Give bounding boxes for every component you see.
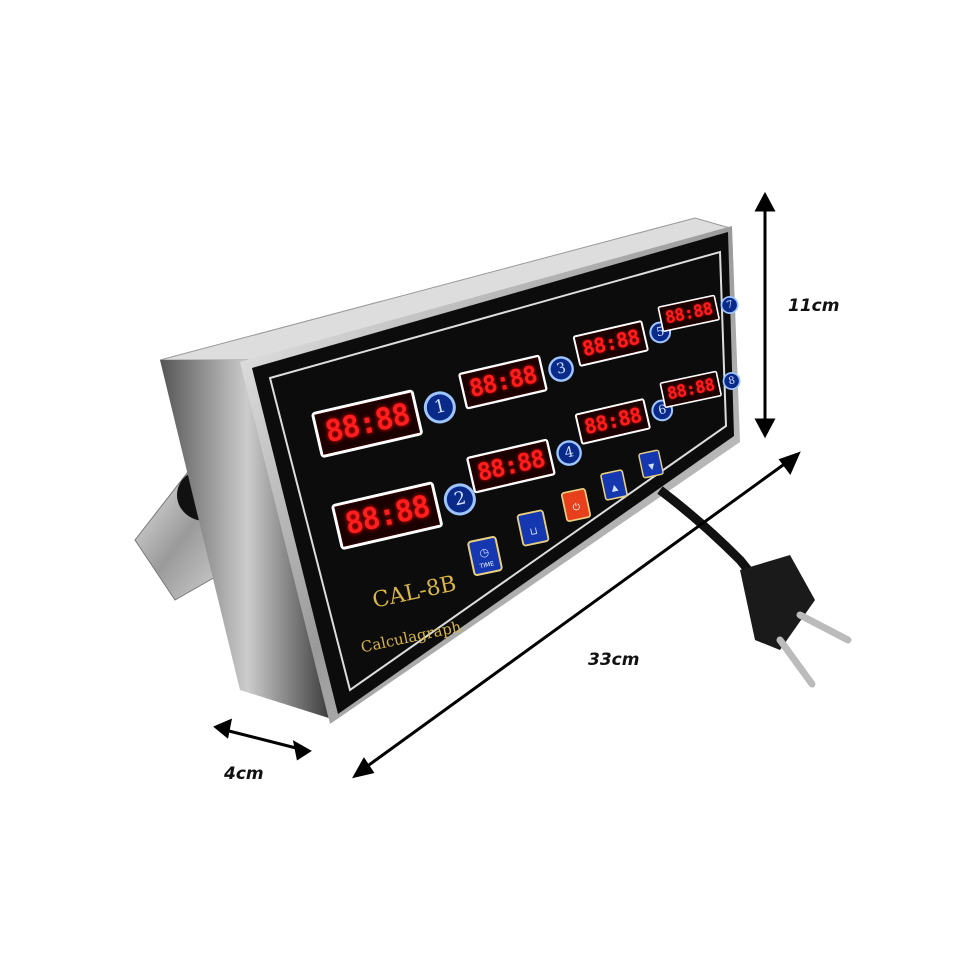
power-icon: ⏻ xyxy=(571,500,582,514)
length-label: 33cm xyxy=(588,650,640,670)
basket-icon: ⊔ xyxy=(528,524,539,538)
up-arrow-icon: ▲ xyxy=(610,482,619,494)
plug-prong xyxy=(796,611,852,644)
timer-7-button[interactable]: 7 xyxy=(719,294,741,316)
down-arrow-icon: ▼ xyxy=(647,461,656,472)
panel-border xyxy=(268,250,728,692)
power-cable xyxy=(657,486,764,588)
height-label: 11cm xyxy=(788,296,840,316)
depth-label: 4cm xyxy=(224,764,264,784)
dimension-arrows xyxy=(213,191,801,779)
plug-prong xyxy=(776,636,816,688)
button-label: TIME xyxy=(479,560,495,571)
case-side xyxy=(160,360,335,720)
clock-icon: ◷ xyxy=(478,545,491,560)
timer-3-button[interactable]: 3 xyxy=(545,353,577,384)
plug-body xyxy=(740,555,815,650)
timer-8-button[interactable]: 8 xyxy=(721,370,743,392)
timer-1-button[interactable]: 1 xyxy=(420,387,460,427)
